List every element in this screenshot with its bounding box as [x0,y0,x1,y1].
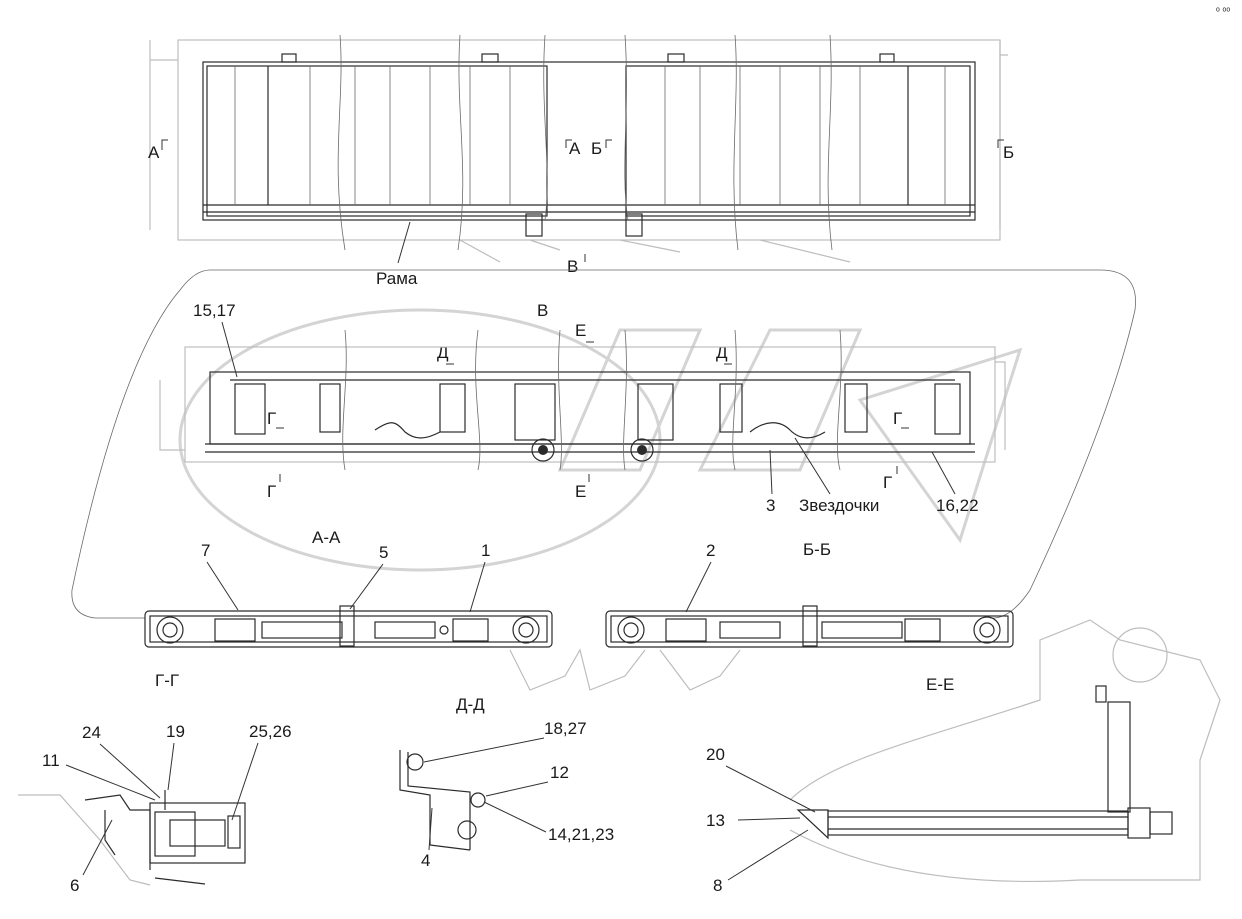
section-mark-a-top: А [148,143,160,162]
view-mark-v-top: В [567,257,578,276]
section-mark-e-bottom: Е [575,482,586,501]
section-aa-title: А-А [312,528,341,547]
callout-13: 13 [706,811,725,830]
callout-25-26: 25,26 [249,722,292,741]
section-mark-d-right: Д [716,343,728,362]
section-bb-title: Б-Б [803,540,831,559]
detail-bottom-right [789,619,1221,882]
watermark [178,308,1023,572]
frame-label: Рама [376,269,418,288]
callout-18-27: 18,27 [544,719,587,738]
view-v-title: В [537,301,548,320]
sprockets-label: Звездочки [799,496,879,515]
section-mark-g-right-top: Г [893,409,902,428]
section-mark-a-mid: А [569,139,581,158]
detail-bottom-left [18,790,246,886]
callout-16-22: 16,22 [936,496,979,515]
detail-bracket [399,750,486,851]
detail-outline [71,269,1136,619]
section-ee-title: Е-Е [926,675,954,694]
section-ee-bar [605,605,1014,691]
callout-15-17: 15,17 [193,301,236,320]
callout-20: 20 [706,745,725,764]
callout-14-21-23: 14,21,23 [548,825,614,844]
corner-mark: ᵒ ᵒᵒ [1216,6,1230,17]
callout-3: 3 [766,496,775,515]
callout-2: 2 [706,541,715,560]
top-view [149,34,1008,263]
section-dd-title: Д-Д [456,695,485,714]
callout-11: 11 [42,751,60,770]
section-gg-bar [144,605,646,691]
section-mark-b-right: Б [1003,143,1014,162]
section-mark-g-left-top: Г [267,409,276,428]
callout-4: 4 [421,851,430,870]
callout-5: 5 [379,543,388,562]
top-slats [234,66,946,205]
callout-12: 12 [550,763,569,782]
callout-24: 24 [82,723,101,742]
callout-8: 8 [713,876,722,895]
section-mark-g-right-bottom: Г [883,473,892,492]
callout-19: 19 [166,722,185,741]
callout-7: 7 [201,541,210,560]
view-v [159,329,1006,471]
section-gg-title: Г-Г [155,671,179,690]
callout-6: 6 [70,876,79,895]
section-mark-d-left: Д [437,343,449,362]
section-mark-e-top: Е [575,321,586,340]
section-mark-g-left-bottom: Г [267,482,276,501]
callout-1: 1 [481,541,490,560]
section-mark-b-mid: Б [591,139,602,158]
